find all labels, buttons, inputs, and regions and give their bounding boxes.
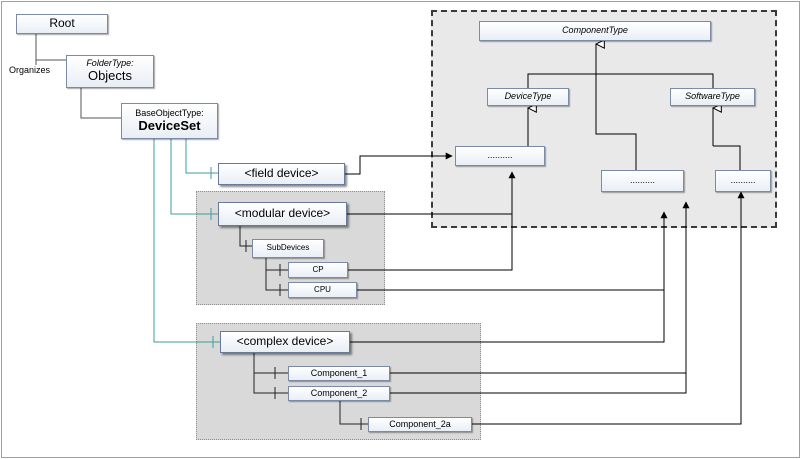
component-2-node[interactable]: Component_2	[288, 386, 390, 401]
component-2-label: Component_2	[310, 387, 368, 398]
sub-devices-node[interactable]: SubDevices	[252, 239, 324, 258]
component-type-label: ComponentType	[562, 25, 628, 36]
component-1-node[interactable]: Component_1	[288, 366, 390, 381]
cp-node[interactable]: CP	[288, 262, 348, 278]
component-type-node[interactable]: ComponentType	[479, 21, 711, 41]
complex-device-node[interactable]: <complex device>	[220, 331, 350, 353]
root-label: Root	[49, 16, 75, 31]
software-subtypes-node[interactable]: ..........	[715, 170, 771, 192]
component-subtypes-node[interactable]: ..........	[601, 170, 684, 192]
device-set-label: DeviceSet	[138, 117, 201, 133]
device-set-node[interactable]: BaseObjectType: DeviceSet	[121, 103, 218, 139]
modular-device-label: <modular device>	[234, 206, 331, 221]
objects-node[interactable]: FolderType: Objects	[66, 55, 154, 88]
device-subtypes-label: ..........	[487, 150, 513, 161]
type-hierarchy-area	[431, 10, 777, 228]
component-1-label: Component_1	[310, 367, 368, 378]
software-subtypes-label: ..........	[730, 175, 756, 186]
field-device-label: <field device>	[244, 166, 319, 181]
cpu-label: CPU	[314, 284, 331, 294]
device-type-node[interactable]: DeviceType	[487, 88, 569, 106]
device-type-label: DeviceType	[504, 91, 552, 102]
folder-type-label: FolderType:	[86, 58, 134, 69]
cp-label: CP	[312, 264, 324, 274]
cpu-node[interactable]: CPU	[288, 282, 357, 298]
organizes-label: Organizes	[8, 65, 52, 76]
device-subtypes-node[interactable]: ..........	[455, 146, 545, 166]
complex-device-label: <complex device>	[236, 334, 334, 349]
software-type-label: SoftwareType	[685, 91, 740, 102]
objects-label: Objects	[87, 68, 133, 84]
root-node[interactable]: Root	[16, 14, 108, 34]
modular-device-node[interactable]: <modular device>	[218, 202, 347, 226]
component-2a-label: Component_2a	[389, 418, 451, 429]
component-subtypes-label: ..........	[629, 175, 655, 186]
sub-devices-label: SubDevices	[266, 243, 310, 253]
component-2a-node[interactable]: Component_2a	[368, 417, 472, 432]
software-type-node[interactable]: SoftwareType	[670, 88, 755, 106]
base-object-type-label: BaseObjectType:	[135, 107, 204, 118]
field-device-node[interactable]: <field device>	[218, 163, 345, 185]
